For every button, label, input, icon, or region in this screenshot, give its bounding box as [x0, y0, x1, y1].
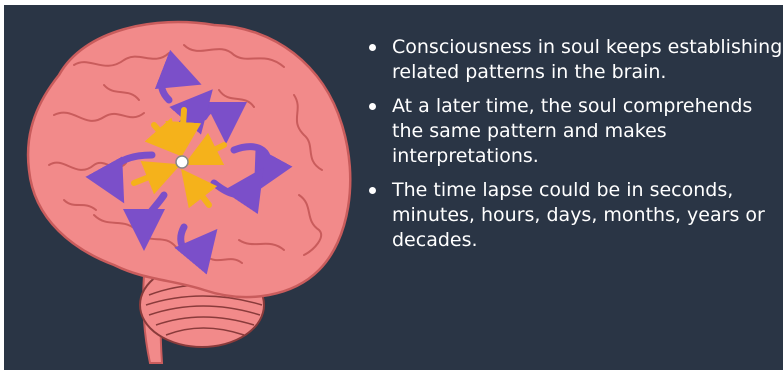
bullet-list: Consciousness in soul keeps establishing…	[366, 35, 783, 262]
bullet-item: At a later time, the soul comprehends th…	[366, 94, 783, 169]
bullet-item: The time lapse could be in seconds, minu…	[366, 178, 783, 253]
inward-arrows	[131, 107, 227, 209]
slide: Consciousness in soul keeps establishing…	[4, 5, 783, 370]
brain-illustration	[26, 20, 352, 364]
center-dot	[175, 155, 189, 169]
bullet-item: Consciousness in soul keeps establishing…	[366, 35, 783, 85]
